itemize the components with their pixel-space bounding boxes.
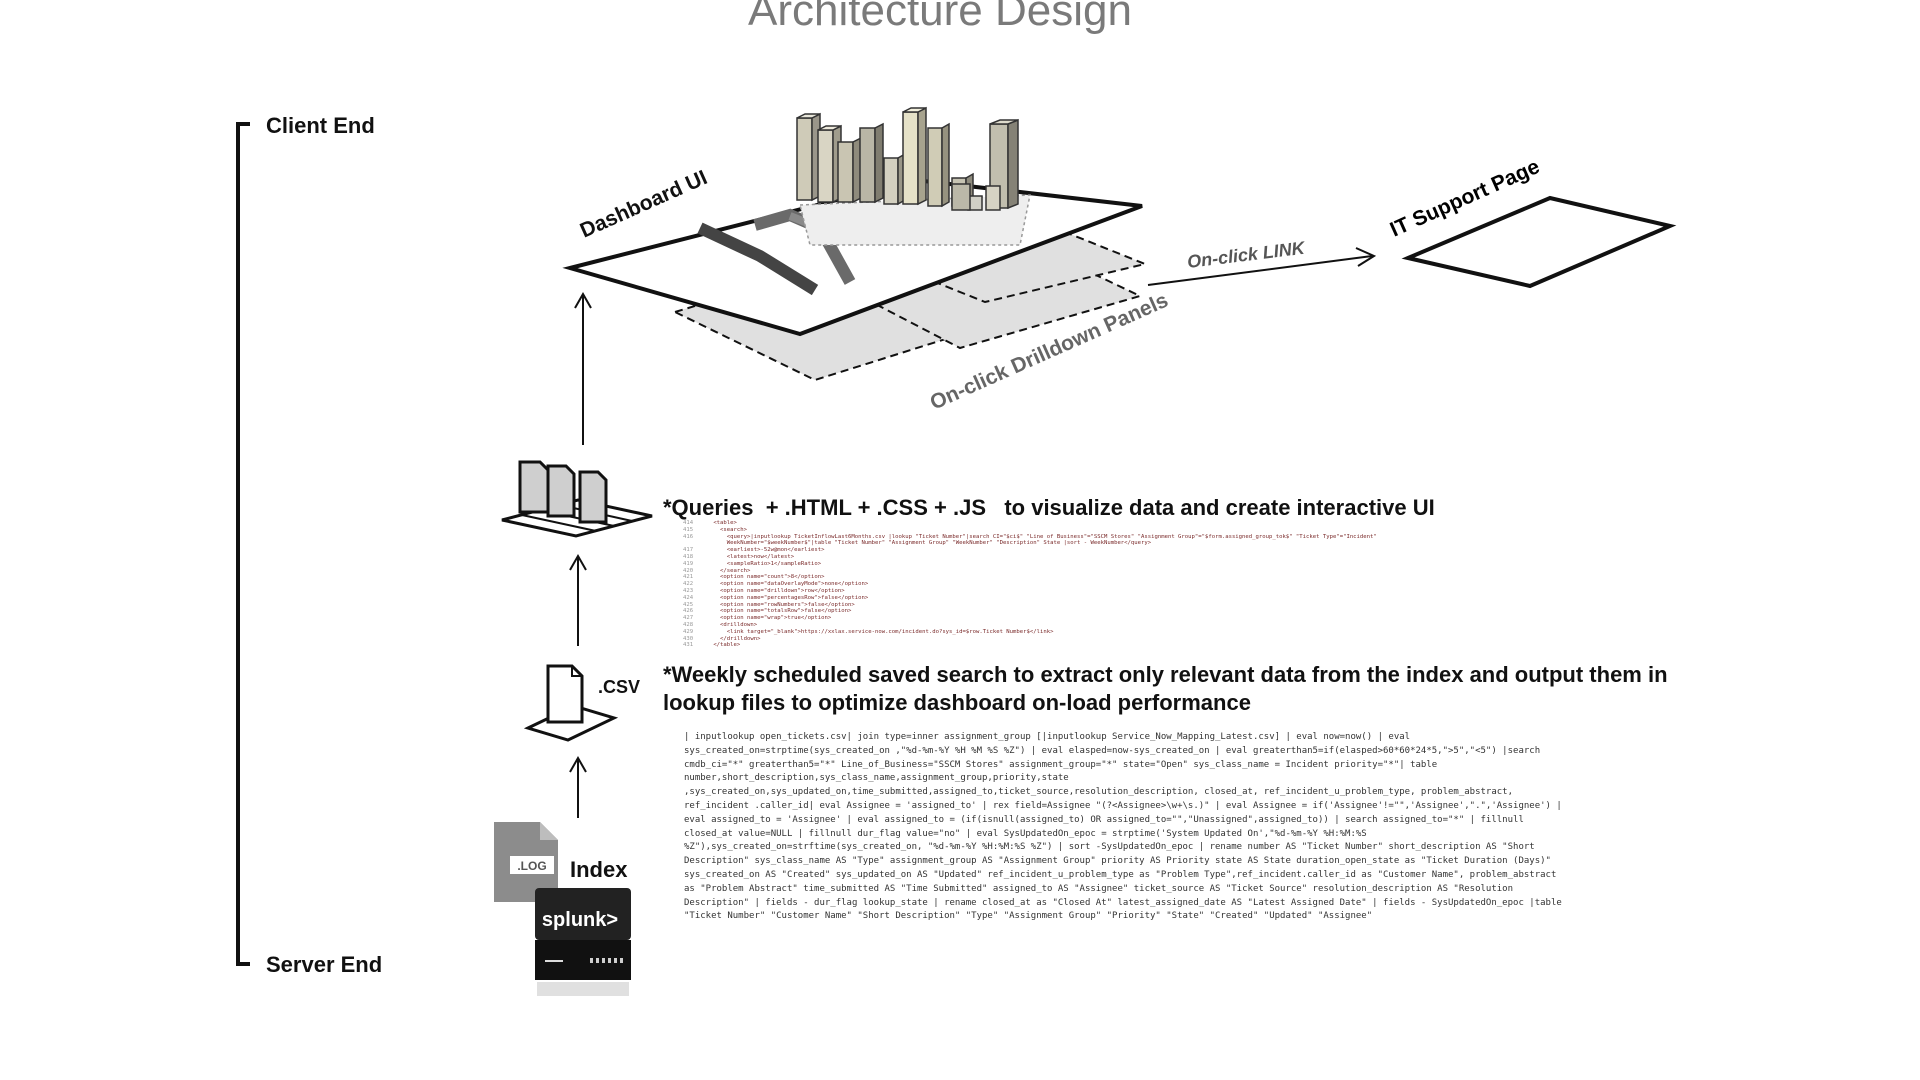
line-text: <latest>now</latest> bbox=[699, 553, 795, 560]
code-line: 416 <query>|inputlookup TicketInflowLast… bbox=[683, 534, 1377, 541]
line-number: 429 bbox=[683, 628, 700, 635]
code-line: 429 <link target="_blank">https://xxlax.… bbox=[683, 629, 1377, 636]
line-text: <query>|inputlookup TicketInflowLast6Mon… bbox=[699, 533, 1377, 540]
weekly-search-line-2: lookup files to optimize dashboard on-lo… bbox=[663, 690, 1251, 715]
code-line: 418 <latest>now</latest> bbox=[683, 554, 1377, 561]
line-number: 431 bbox=[683, 642, 700, 649]
line-number: 418 bbox=[683, 553, 700, 560]
code-line: 423 <option name="drilldown">row</option… bbox=[683, 588, 1377, 595]
page-title: Architecture Design bbox=[748, 0, 1132, 35]
weekly-search-line-1: *Weekly scheduled saved search to extrac… bbox=[663, 662, 1668, 687]
line-number: 426 bbox=[683, 608, 700, 615]
bar-chart-icon bbox=[796, 106, 1031, 246]
line-number: 421 bbox=[683, 574, 700, 581]
line-text: <option name="wrap">true</option> bbox=[699, 615, 832, 622]
flow-arrows bbox=[569, 291, 592, 818]
line-text: <sampleRatio>1</sampleRatio> bbox=[699, 560, 822, 567]
dashboard-ui-label: Dashboard UI bbox=[577, 166, 711, 243]
code-line: 424 <option name="percentagesRow">false<… bbox=[683, 595, 1377, 602]
line-text: <option name="drilldown">row</option> bbox=[699, 587, 845, 594]
splunk-server-icon: splunk> bbox=[535, 888, 631, 996]
line-number: 415 bbox=[683, 526, 700, 533]
code-line: 422 <option name="dataOverlayMode">none<… bbox=[683, 581, 1377, 588]
line-number: 423 bbox=[683, 587, 700, 594]
line-text: <earliest>-52w@mon</earliest> bbox=[699, 547, 825, 554]
it-support-page-plane bbox=[1401, 195, 1677, 289]
line-number: 419 bbox=[683, 560, 700, 567]
line-text: <option name="count">8</option> bbox=[699, 574, 825, 581]
line-number: 424 bbox=[683, 594, 700, 601]
line-number: 422 bbox=[683, 581, 700, 588]
log-file-icon: .LOG bbox=[494, 822, 558, 902]
line-number: 430 bbox=[683, 635, 700, 642]
line-text: </table> bbox=[699, 642, 741, 649]
line-text: WeekNumber="$weekNumber$"|table "Ticket … bbox=[699, 540, 1152, 547]
dashboard-xml-code: 414 <table>415 <search>416 <query>|input… bbox=[683, 520, 1377, 649]
line-text: <search> bbox=[699, 526, 747, 533]
line-text: <option name="totalsRow">false</option> bbox=[699, 608, 852, 615]
line-text: <option name="dataOverlayMode">none</opt… bbox=[699, 581, 869, 588]
tier-bracket bbox=[236, 122, 250, 966]
line-number: 416 bbox=[683, 533, 700, 540]
line-text: <link target="_blank">https://xxlax.serv… bbox=[699, 628, 1054, 635]
code-line: 425 <option name="rowNumbers">false</opt… bbox=[683, 602, 1377, 609]
line-text: <drilldown> bbox=[699, 621, 758, 628]
weekly-search-description: *Weekly scheduled saved search to extrac… bbox=[663, 661, 1668, 717]
code-line: 431 </table> bbox=[683, 642, 1377, 649]
line-number: 417 bbox=[683, 547, 700, 554]
line-text: <option name="percentagesRow">false</opt… bbox=[699, 594, 869, 601]
spl-query-code: | inputlookup open_tickets.csv| join typ… bbox=[684, 732, 1562, 922]
onclick-link-arrow bbox=[1147, 247, 1377, 286]
code-line: WeekNumber="$weekNumber$"|table "Ticket … bbox=[683, 540, 1377, 547]
line-number: 414 bbox=[683, 520, 700, 526]
csv-label: .CSV bbox=[598, 677, 641, 697]
file-stack-icon bbox=[501, 460, 653, 538]
line-number: 428 bbox=[683, 621, 700, 628]
svg-text:splunk>: splunk> bbox=[542, 909, 618, 931]
queries-description: *Queries + .HTML + .CSS + .JS to visuali… bbox=[663, 495, 1435, 520]
line-text: <option name="rowNumbers">false</option> bbox=[699, 601, 855, 608]
line-number: 420 bbox=[683, 567, 700, 574]
code-line: 426 <option name="totalsRow">false</opti… bbox=[683, 608, 1377, 615]
code-line: 421 <option name="count">8</option> bbox=[683, 574, 1377, 581]
code-line: 414 <table> bbox=[683, 520, 1377, 527]
line-number bbox=[683, 540, 700, 546]
code-line: 415 <search> bbox=[683, 527, 1377, 534]
server-end-label: Server End bbox=[266, 952, 383, 977]
line-number: 425 bbox=[683, 601, 700, 608]
line-text: <table> bbox=[699, 520, 737, 526]
line-text: </search> bbox=[699, 567, 751, 574]
code-line: 419 <sampleRatio>1</sampleRatio> bbox=[683, 561, 1377, 568]
index-label: Index bbox=[570, 857, 628, 882]
code-line: 420 </search> bbox=[683, 568, 1377, 575]
csv-file-icon bbox=[523, 664, 619, 742]
code-line: 427 <option name="wrap">true</option> bbox=[683, 615, 1377, 622]
svg-text:.LOG: .LOG bbox=[517, 859, 546, 873]
line-text: </drilldown> bbox=[699, 635, 761, 642]
code-line: 430 </drilldown> bbox=[683, 636, 1377, 643]
code-line: 417 <earliest>-52w@mon</earliest> bbox=[683, 547, 1377, 554]
line-number: 427 bbox=[683, 615, 700, 622]
client-end-label: Client End bbox=[266, 113, 375, 138]
code-line: 428 <drilldown> bbox=[683, 622, 1377, 629]
